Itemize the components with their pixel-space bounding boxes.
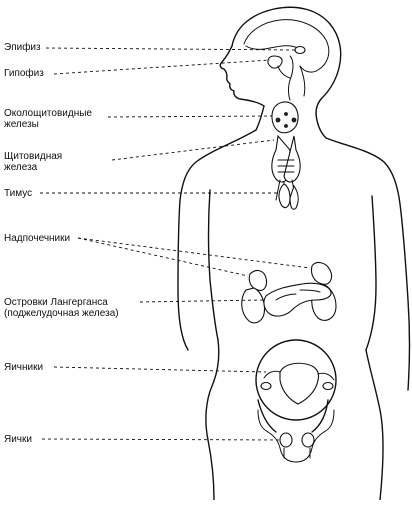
pancreas [263,282,332,317]
leader-hypophysis [53,59,271,75]
label-adrenal-glands: Надпочечники [4,233,71,244]
leader-adrenal-right [77,237,311,269]
leader-adrenal-left [77,237,249,277]
leader-lines [40,47,311,441]
thyroid-gland [271,134,301,206]
ovaries [255,339,337,421]
testes [257,409,335,463]
label-langerhans-islets: Островки Лангерганса (поджелудочная желе… [4,297,119,319]
label-thyroid: Щитовидная железа [4,151,63,173]
pituitary-gland [267,55,291,79]
leader-parathyroid [107,115,273,118]
leader-testes [41,438,283,441]
label-epiphysis: Эпифиз [4,42,41,53]
adrenal-glands [248,261,333,291]
label-testes: Яички [4,434,32,445]
leader-thyroid [111,139,275,161]
body-outline [177,6,411,501]
label-hypophysis: Гипофиз [4,68,44,79]
leader-epiphysis [45,47,297,51]
parathyroid-glands [271,101,299,134]
pineal-gland [294,45,306,55]
thymus [278,183,299,210]
label-parathyroid: Околощитовидные железы [4,108,92,130]
label-thymus: Тимус [4,188,33,199]
leader-islets [139,299,265,303]
label-ovaries: Яичники [4,362,44,373]
leader-ovaries [53,366,267,373]
